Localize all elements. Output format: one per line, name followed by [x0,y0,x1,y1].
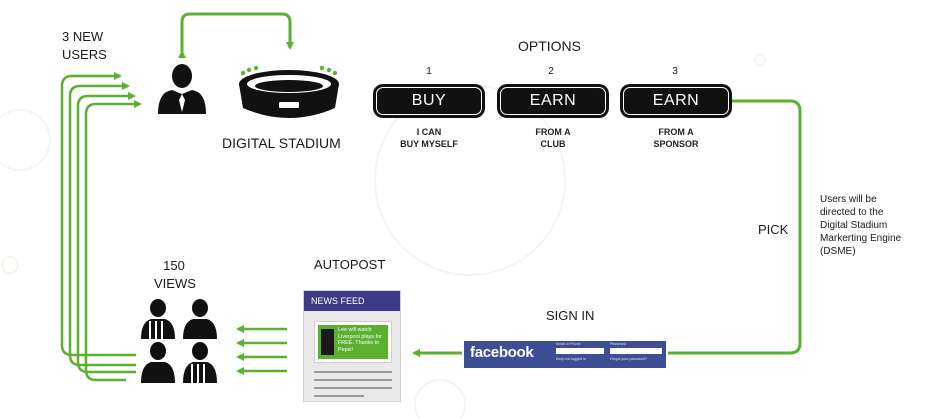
option-buy-label: BUY [376,87,482,115]
autopost-label: AUTOPOST [314,257,386,272]
feed-placeholder-line [314,371,392,373]
dsme-note-line3: Digital Stadium [820,220,888,231]
pick-label: PICK [758,222,789,237]
option-2-description: FROM A CLUB [498,126,608,150]
sponsor-to-signin-arrow [668,99,802,355]
option-1-description-line1: I CAN [416,127,442,137]
option-2-description-line2: CLUB [540,139,566,149]
dsme-note-line5: (DSME) [820,246,856,257]
option-3-description-line2: SPONSOR [653,139,699,149]
option-earn-club-label: EARN [500,87,606,115]
digital-stadium-label: DIGITAL STADIUM [222,135,341,151]
dsme-note-line1: Users will be [820,194,877,205]
news-feed-title: NEWS FEED [304,291,400,311]
stadium-icon [239,65,339,118]
fb-keep-logged-label: Keep me logged in [556,357,586,361]
option-earn-club-button[interactable]: EARN [497,84,609,118]
viewers-group-icon [141,299,217,383]
option-3-description: FROM A SPONSOR [621,126,731,150]
fb-password-input[interactable] [610,348,662,354]
views-label-text: VIEWS [154,276,196,291]
new-users-label-line1: 3 NEW [62,29,104,44]
news-feed-post-text: Lee will watch Liverpool plays for FREE.… [338,327,382,353]
option-buy-button[interactable]: BUY [373,84,485,118]
option-1-description-line2: BUY MYSELF [400,139,458,149]
feed-placeholder-line [314,379,392,381]
news-feed-post-background: Lee will watch Liverpool plays for FREE.… [318,325,388,359]
feed-placeholder-line [314,395,364,397]
dsme-note-line4: Markerting Engine [820,233,902,244]
fb-email-input[interactable] [556,348,604,354]
signin-label: SIGN IN [546,308,595,323]
views-to-users-loop-arrows [60,72,142,382]
option-number-1: 1 [426,66,432,77]
views-label: 150 VIEWS [154,257,196,293]
news-feed-post: Lee will watch Liverpool plays for FREE.… [314,321,392,363]
facebook-login-bar[interactable]: facebook Email or Phone Password Keep me… [464,341,666,368]
fb-password-label: Password [610,342,626,346]
fb-email-label: Email or Phone [556,342,581,346]
options-title: OPTIONS [518,38,582,54]
user-icon [158,64,206,114]
feed-placeholder-line [314,387,392,389]
option-earn-sponsor-label: EARN [623,87,729,115]
news-feed-panel: NEWS FEED Lee will watch Liverpool plays… [303,290,401,402]
option-number-2: 2 [548,66,554,77]
option-earn-sponsor-button[interactable]: EARN [620,84,732,118]
option-1-description: I CAN BUY MYSELF [374,126,484,150]
option-number-3: 3 [672,66,678,77]
option-3-description-line1: FROM A [658,127,694,137]
views-count: 150 [163,258,185,273]
new-users-label: 3 NEW USERS [62,28,107,64]
facebook-logo: facebook [470,344,534,361]
new-users-label-line2: USERS [62,47,107,62]
post-thumbnail-icon [321,329,334,355]
dsme-note-line2: directed to the [820,207,884,218]
fb-forgot-link[interactable]: Forgot your password? [610,357,647,361]
dsme-note: Users will be directed to the Digital St… [820,193,938,258]
option-2-description-line1: FROM A [535,127,571,137]
feed-to-views-arrows [236,325,287,375]
user-stadium-loop-arrow [178,12,294,58]
